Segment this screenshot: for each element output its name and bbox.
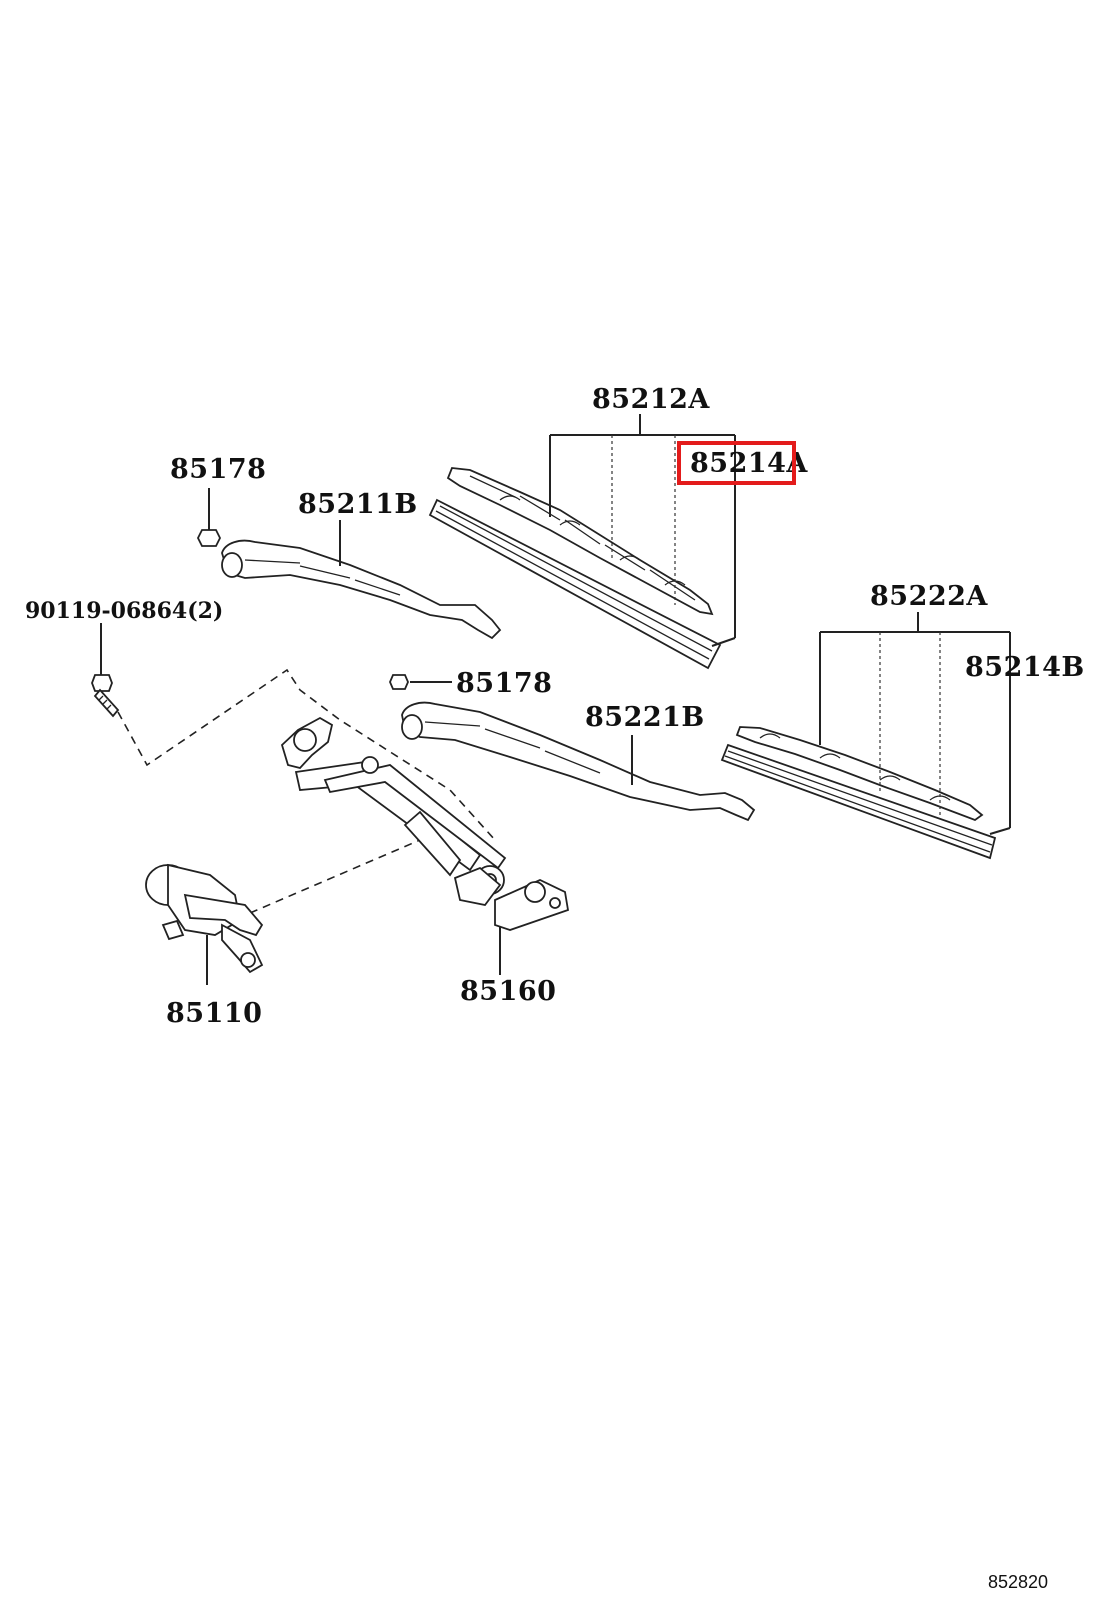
nut-85178-lower[interactable]	[389, 674, 452, 690]
diagram-code: 852820	[988, 1572, 1048, 1592]
label-85214B[interactable]: 85214B	[965, 652, 1085, 683]
wiper-arm-85211B[interactable]	[221, 539, 502, 640]
label-85211B[interactable]: 85211B	[298, 489, 418, 520]
dashed-reference-lines	[117, 668, 496, 914]
wiper-blade-85212A[interactable]	[428, 467, 722, 670]
label-85160[interactable]: 85160	[460, 976, 556, 1007]
wiper-arm-85221B[interactable]	[401, 701, 756, 822]
bolt-90119-06864[interactable]	[91, 623, 120, 718]
label-85110[interactable]: 85110	[166, 998, 262, 1029]
nut-85178-upper[interactable]	[196, 488, 222, 547]
label-85178-lower[interactable]: 85178	[456, 668, 552, 699]
wiper-link-85160[interactable]	[280, 716, 570, 975]
label-85221B[interactable]: 85221B	[585, 702, 705, 733]
bracket-85212A	[549, 414, 736, 647]
wiper-blade-85222A[interactable]	[720, 726, 997, 860]
wiper-motor-85110[interactable]	[145, 863, 264, 985]
label-85214A[interactable]: 85214A	[690, 448, 808, 479]
label-85178-upper[interactable]: 85178	[170, 454, 266, 485]
label-90119-06864[interactable]: 90119-06864(2)	[25, 598, 223, 624]
label-85212A[interactable]: 85212A	[592, 384, 710, 415]
bracket-85222A	[819, 612, 1011, 835]
highlight-box-85214A	[677, 441, 796, 485]
label-85222A[interactable]: 85222A	[870, 581, 988, 612]
